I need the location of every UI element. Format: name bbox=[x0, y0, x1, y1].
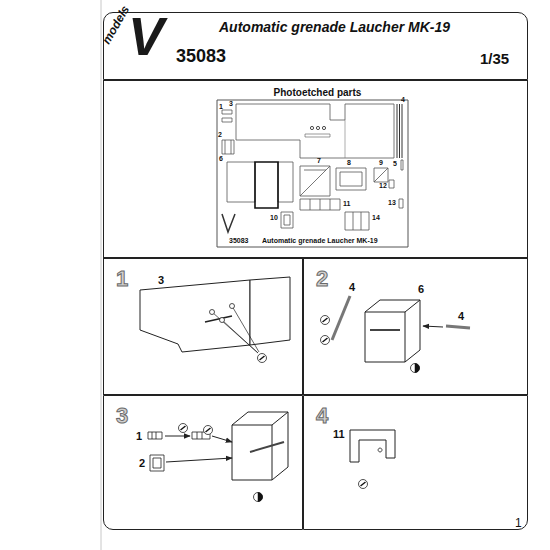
callout-number: 3 bbox=[158, 275, 164, 287]
callout-number: 11 bbox=[343, 200, 350, 207]
tool-icon bbox=[359, 480, 368, 489]
step-panel: 4 bbox=[303, 395, 528, 530]
callout-number: 11 bbox=[333, 429, 345, 441]
step-number: 4 bbox=[316, 404, 328, 428]
photoetch-fret bbox=[217, 100, 408, 247]
part-1-fret bbox=[222, 110, 232, 122]
fret-code: 35083 bbox=[229, 237, 248, 244]
callout-number: 7 bbox=[317, 157, 321, 164]
header-text: 35083 bbox=[176, 47, 226, 67]
callout-number: 4 bbox=[401, 96, 405, 103]
part-5-fret bbox=[401, 160, 403, 170]
hole bbox=[230, 304, 235, 309]
hole bbox=[220, 318, 225, 323]
drawing bbox=[101, 0, 470, 550]
rod-part-4 bbox=[332, 296, 350, 340]
step-number: 1 bbox=[116, 267, 128, 291]
part-3-right bbox=[250, 277, 290, 345]
part-6-fret bbox=[227, 162, 293, 202]
callout-number: 2 bbox=[139, 458, 145, 470]
step-panel: 1 bbox=[103, 258, 303, 395]
callout-number: 5 bbox=[393, 160, 397, 167]
callout-number: 12 bbox=[379, 182, 387, 189]
callout-number: 8 bbox=[347, 159, 351, 166]
part-11-fret bbox=[300, 199, 340, 210]
fret-logo bbox=[222, 214, 235, 232]
callout-number: 1 bbox=[219, 103, 223, 110]
tool-icon bbox=[254, 493, 263, 502]
part-2 bbox=[150, 455, 164, 471]
part-7-fret bbox=[300, 166, 330, 196]
callout-number: 1 bbox=[136, 431, 142, 443]
box bbox=[232, 412, 288, 480]
parts-panel: Photoetched parts bbox=[103, 80, 528, 258]
assembly-arrow bbox=[212, 436, 232, 442]
fold-line bbox=[345, 120, 346, 158]
header-text: Automatic grenade Laucher MK-19 bbox=[219, 20, 450, 35]
part-10-fret bbox=[281, 212, 293, 228]
callout-number: 4 bbox=[349, 282, 355, 294]
part-1 bbox=[148, 432, 162, 439]
part-11 bbox=[350, 430, 395, 462]
box-part-6 bbox=[365, 300, 420, 362]
leader-line bbox=[212, 306, 259, 353]
callout-number: 9 bbox=[379, 159, 383, 166]
tool-icon bbox=[204, 426, 213, 435]
step-panel: 3 bbox=[103, 395, 303, 530]
slot bbox=[305, 134, 330, 137]
panel-heading: Photoetched parts bbox=[106, 87, 529, 98]
callout-number: 6 bbox=[219, 155, 223, 162]
assembly-arrow bbox=[165, 436, 190, 437]
logo-text: models bbox=[100, 4, 132, 47]
step-number: 2 bbox=[316, 267, 328, 291]
margin-line bbox=[101, 0, 102, 550]
hole bbox=[310, 126, 313, 129]
part-12-fret bbox=[389, 180, 394, 188]
hole bbox=[210, 310, 215, 315]
fret-title: Automatic grenade Laucher MK-19 bbox=[262, 237, 378, 244]
step-number: 3 bbox=[116, 404, 128, 428]
callout-number: 4 bbox=[458, 311, 464, 323]
tool-icon bbox=[321, 316, 330, 325]
assembly-arrow bbox=[423, 326, 443, 327]
callout-number: 10 bbox=[270, 214, 278, 221]
hole bbox=[322, 126, 325, 129]
callout-number: 13 bbox=[388, 199, 396, 206]
header-text: 1/35 bbox=[480, 51, 509, 68]
part-13-fret bbox=[399, 199, 403, 208]
callout-number: 6 bbox=[418, 284, 424, 296]
callout-number: 14 bbox=[372, 214, 380, 221]
part-9-fret bbox=[374, 168, 388, 182]
slot bbox=[205, 316, 232, 322]
rod-part-4 bbox=[446, 326, 470, 328]
part-14-fret bbox=[345, 212, 369, 230]
part-8-fret bbox=[336, 168, 366, 190]
slot bbox=[370, 329, 400, 331]
logo-letter: V bbox=[128, 8, 164, 65]
part-3-fret bbox=[236, 104, 394, 158]
assembly-arrow bbox=[166, 458, 232, 462]
header-panel: Automatic grenade Laucher MK-19 35083 1/35 bbox=[103, 12, 528, 80]
part-3-left bbox=[140, 280, 250, 352]
callout-number: 2 bbox=[218, 131, 222, 138]
hole bbox=[378, 448, 382, 452]
step-panel: 2 bbox=[303, 258, 528, 395]
tool-icon bbox=[179, 424, 188, 433]
tool-icon bbox=[411, 364, 420, 373]
callout-number: 3 bbox=[229, 100, 233, 107]
tool-icon bbox=[258, 354, 267, 363]
tool-icon bbox=[321, 336, 330, 345]
slot bbox=[250, 442, 284, 452]
part-4-fret bbox=[397, 104, 402, 158]
part-6-center bbox=[255, 162, 278, 208]
hole bbox=[316, 126, 319, 129]
page-number: 1 bbox=[515, 517, 522, 530]
part-2-fret bbox=[222, 140, 234, 154]
